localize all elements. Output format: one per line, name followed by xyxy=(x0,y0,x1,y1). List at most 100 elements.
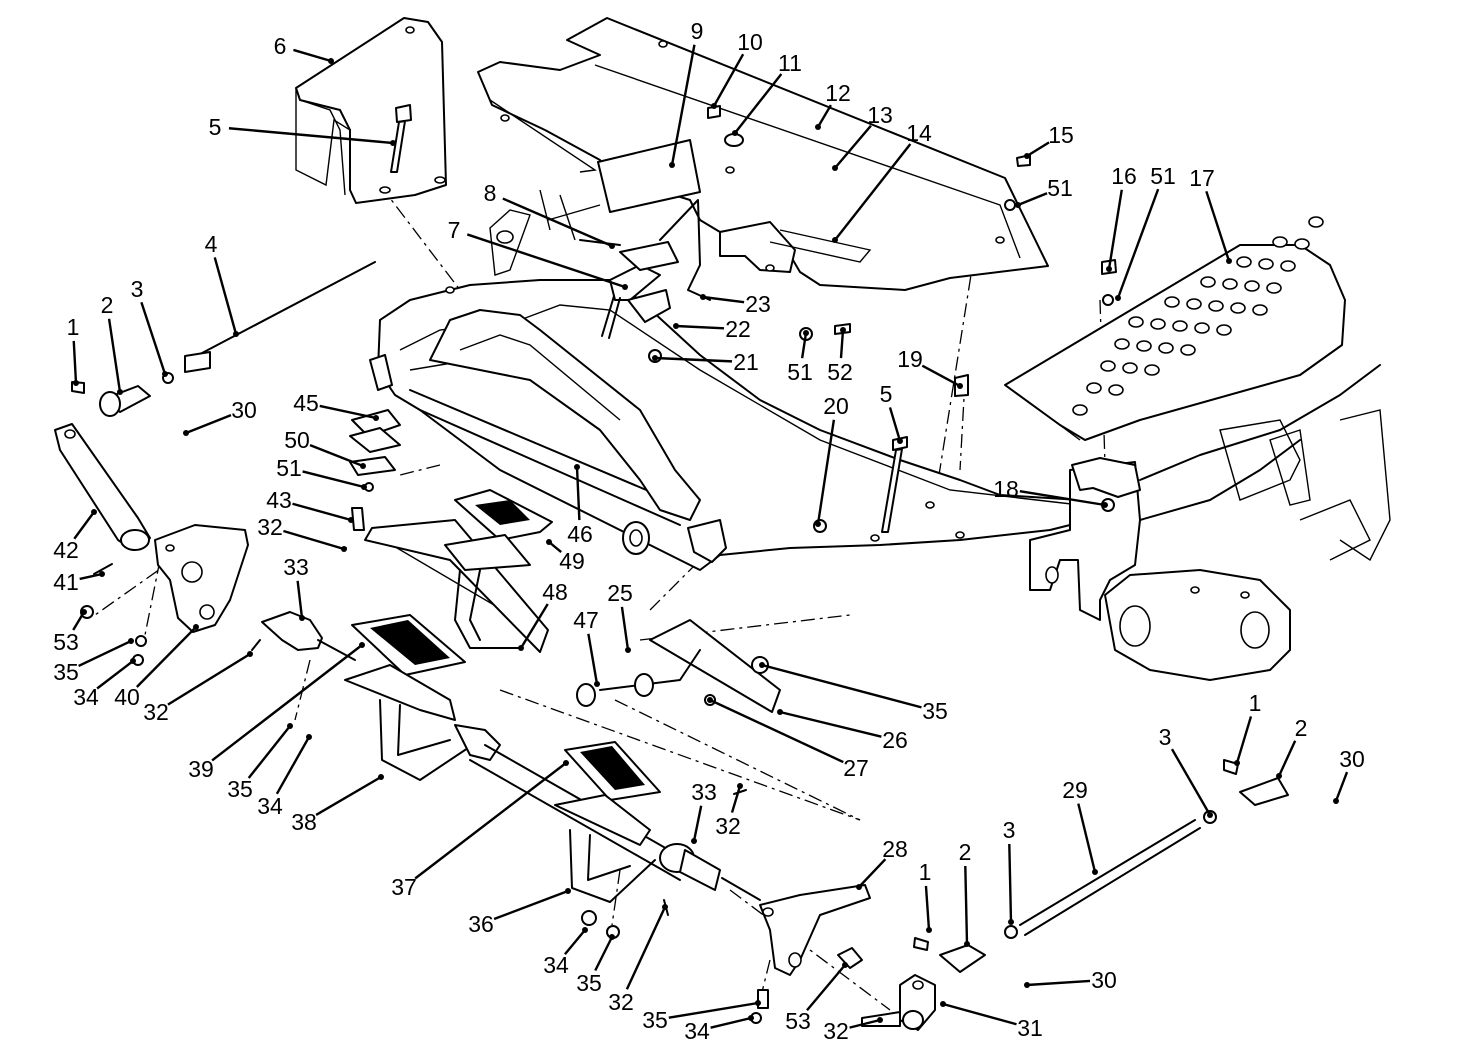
part-number-label: 29 xyxy=(1062,777,1088,803)
callout-c10: 10 xyxy=(711,29,763,109)
part-number-label: 47 xyxy=(573,607,599,633)
leader-line xyxy=(275,736,311,795)
foot-rest-hole xyxy=(1236,256,1252,268)
leader-line xyxy=(1235,716,1253,764)
foot-rest-hole xyxy=(1230,302,1246,314)
leader-line xyxy=(1205,190,1231,262)
part-number-label: 31 xyxy=(1017,1015,1043,1041)
leader-dot xyxy=(1092,869,1098,875)
part-number-label: 51 xyxy=(276,455,302,481)
leader-line xyxy=(730,785,742,813)
leader-dot xyxy=(574,464,580,470)
callout-c15: 15 xyxy=(1024,122,1074,159)
leader-dot xyxy=(700,294,706,300)
callout-c53a: 53 xyxy=(53,609,87,655)
callout-c40: 40 xyxy=(114,624,199,710)
leader-line xyxy=(167,652,251,706)
callout-c35e: 35 xyxy=(759,662,948,724)
part-number-label: 27 xyxy=(843,755,869,781)
foot-rest-hole xyxy=(1158,342,1174,354)
part-number-label: 34 xyxy=(543,952,569,978)
part-number-label: 3 xyxy=(131,276,144,302)
part-number-label: 18 xyxy=(993,476,1019,502)
part-number-label: 5 xyxy=(209,114,222,140)
part-number-label: 40 xyxy=(114,684,140,710)
callout-c48: 48 xyxy=(518,579,568,651)
callout-c47: 47 xyxy=(573,607,600,687)
part-number-label: 32 xyxy=(257,514,283,540)
leader-dot xyxy=(361,484,367,490)
part-number-label: 11 xyxy=(778,50,802,76)
callout-c41: 41 xyxy=(53,569,105,595)
leader-dot xyxy=(832,237,838,243)
leader-line xyxy=(1026,979,1091,987)
callout-c33b: 33 xyxy=(691,779,717,844)
leader-line xyxy=(135,626,197,688)
leader-dot xyxy=(1226,258,1232,264)
callout-c22: 22 xyxy=(673,316,751,342)
leader-dot xyxy=(73,380,79,386)
leader-line xyxy=(1026,141,1050,158)
callout-c3a: 3 xyxy=(131,276,168,377)
callout-c13: 13 xyxy=(832,102,893,171)
foot-rest-hole xyxy=(1100,360,1116,372)
right-bracket xyxy=(750,759,1289,1031)
leader-dot xyxy=(840,327,846,333)
callout-c32e: 32 xyxy=(257,514,347,552)
part-number-label: 23 xyxy=(745,291,771,317)
leader-line xyxy=(1008,843,1013,923)
leader-dot xyxy=(117,389,123,395)
leader-dot xyxy=(759,662,765,668)
leader-line xyxy=(625,906,667,990)
leader-line xyxy=(72,611,86,631)
leader-line xyxy=(302,470,365,489)
leader-line xyxy=(779,710,882,738)
leader-line xyxy=(319,404,377,420)
part-number-label: 34 xyxy=(684,1018,710,1044)
leader-line xyxy=(806,964,846,1012)
part-number-label: 38 xyxy=(291,809,317,835)
leader-line xyxy=(888,407,902,442)
leader-dot xyxy=(662,904,668,910)
leader-dot xyxy=(81,609,87,615)
leader-dot xyxy=(233,331,239,337)
callout-c26: 26 xyxy=(777,709,908,753)
part-number-label: 35 xyxy=(53,659,79,685)
leader-line xyxy=(761,663,922,709)
leader-dot xyxy=(287,723,293,729)
leader-dot xyxy=(378,774,384,780)
callout-c51b: 51 xyxy=(787,330,813,385)
part-number-label: 36 xyxy=(468,911,494,937)
foot-rest-hole xyxy=(1128,316,1144,328)
callout-c51a: 51 xyxy=(1015,175,1073,208)
leader-dot xyxy=(582,927,588,933)
part-number-label: 35 xyxy=(227,776,253,802)
callout-c29: 29 xyxy=(1062,777,1098,875)
callout-c7: 7 xyxy=(448,217,628,290)
part-number-label: 6 xyxy=(274,33,287,59)
leader-line xyxy=(620,606,630,651)
leader-dot xyxy=(737,783,743,789)
callout-c38: 38 xyxy=(291,774,384,835)
leader-line xyxy=(839,329,845,359)
pedal-shaft xyxy=(344,614,761,939)
leader-dot xyxy=(1207,812,1213,818)
callout-c12: 12 xyxy=(815,80,851,130)
callout-c49: 49 xyxy=(546,539,585,574)
leader-line xyxy=(1277,740,1297,777)
foot-rest-hole xyxy=(1086,382,1102,394)
leader-dot xyxy=(390,140,396,146)
callout-c34a: 34 xyxy=(73,658,136,710)
part-number-label: 35 xyxy=(642,1007,668,1033)
callout-c45: 45 xyxy=(293,390,379,421)
foot-rest-hole xyxy=(1072,404,1088,416)
leader-line xyxy=(702,295,745,304)
leader-dot xyxy=(128,638,134,644)
leader-dot xyxy=(669,162,675,168)
leader-dot xyxy=(1024,153,1030,159)
leader-line xyxy=(72,340,78,384)
callout-c1a: 1 xyxy=(67,314,79,386)
leader-dot xyxy=(691,838,697,844)
leader-dot xyxy=(341,546,347,552)
